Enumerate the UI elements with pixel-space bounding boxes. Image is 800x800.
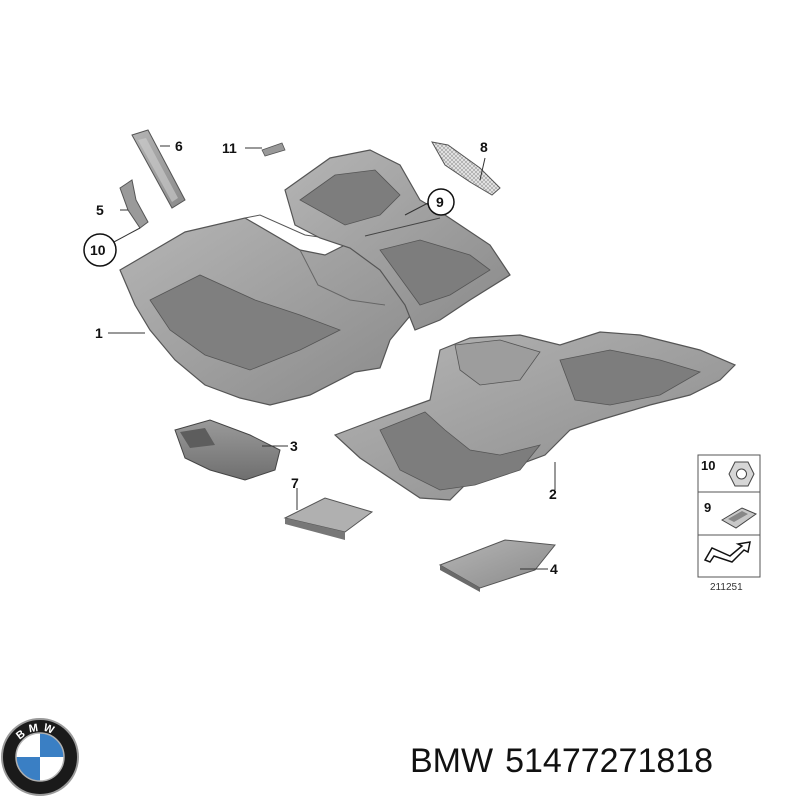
callout-1: 1 (95, 325, 103, 341)
callout-5: 5 (96, 202, 104, 218)
part-4-pad (438, 539, 556, 592)
callout-2: 2 (549, 486, 557, 502)
leader-lines (108, 145, 556, 570)
part-5-bracket (119, 179, 149, 229)
callout-8: 8 (480, 139, 488, 155)
bmw-logo: BMW (1, 718, 79, 796)
nut-icon (728, 461, 755, 487)
callouts: 1 2 3 4 5 6 7 8 9 10 11 (83, 138, 558, 577)
fastener-legend: 10 9 211251 (697, 454, 761, 593)
callout-7: 7 (291, 475, 299, 491)
callout-10: 10 (90, 242, 106, 258)
part-8-mesh-cover (431, 141, 501, 196)
part-1-tunnel-section (284, 149, 511, 331)
callout-9-circle (427, 188, 455, 216)
caption-brand: BMW (410, 742, 494, 780)
part-6-trim-strip (131, 129, 186, 209)
caption-part-number: 51477271818 (505, 742, 714, 780)
arrow-icon (703, 541, 751, 563)
clip-icon (721, 507, 758, 529)
diagram-ref-code: 211251 (710, 582, 743, 593)
callout-10-circle (83, 233, 117, 267)
part-3-insulation-block (174, 419, 281, 481)
legend-item-10: 10 (701, 458, 715, 473)
callout-3: 3 (290, 438, 298, 454)
part-1-front-carpet (119, 214, 416, 406)
legend-item-9: 9 (704, 500, 711, 515)
part-11-clip (261, 142, 286, 157)
callout-11: 11 (222, 140, 237, 156)
callout-9: 9 (436, 194, 444, 210)
callout-4: 4 (550, 561, 558, 577)
part-2-rear-carpet (333, 331, 737, 501)
callout-6: 6 (175, 138, 183, 154)
part-caption: BMW 51477271818 (410, 742, 795, 781)
part-7-foam-block (283, 497, 374, 540)
